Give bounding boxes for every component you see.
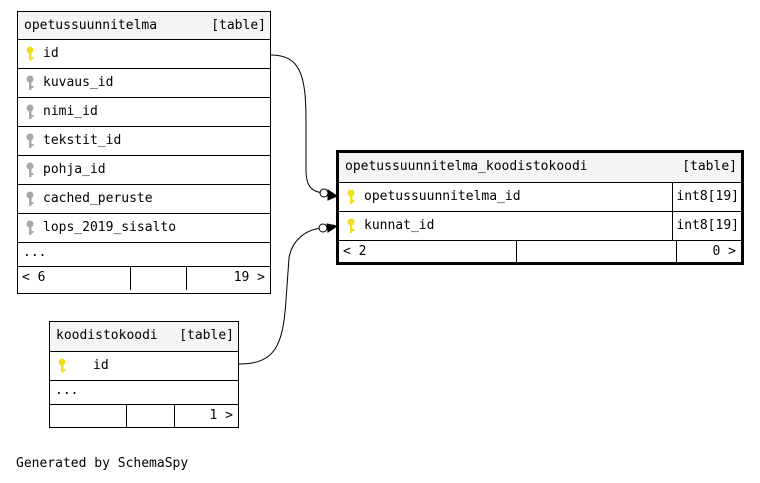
table-koodistokoodi[interactable]: koodistokoodi [table] id ... 1 > (49, 321, 239, 428)
column-row[interactable]: tekstit_id (18, 127, 270, 156)
column-row[interactable]: id (50, 352, 238, 381)
table-header[interactable]: opetussuunnitelma [table] (18, 12, 270, 40)
table-name[interactable]: koodistokoodi (56, 328, 158, 343)
edge-end-arrow-opetussuunnitelma-id (327, 189, 339, 201)
table-type: [table] (682, 159, 737, 174)
column-row[interactable]: opetussuunnitelma_id int8[19] (339, 183, 741, 212)
column-name[interactable]: opetussuunnitelma_id (364, 189, 521, 204)
table-header[interactable]: koodistokoodi [table] (50, 322, 238, 352)
column-name[interactable]: nimi_id (43, 104, 98, 119)
column-name[interactable]: kunnat_id (364, 218, 435, 233)
footer-cell-rows (127, 405, 175, 428)
column-row[interactable]: id (18, 40, 270, 69)
primary-key-icon (346, 189, 358, 205)
table-name[interactable]: opetussuunnitelma_koodistokoodi (345, 159, 588, 174)
table-name[interactable]: opetussuunnitelma (24, 18, 158, 33)
column-name[interactable]: tekstit_id (43, 133, 122, 148)
more-columns-label: ... (55, 383, 79, 398)
footer-cell-rows (517, 241, 677, 264)
foreign-key-icon (25, 220, 37, 236)
table-type: [table] (179, 328, 234, 343)
primary-key-icon (346, 218, 358, 234)
children-count[interactable]: 0 > (712, 244, 736, 259)
footer-cell-children[interactable]: 1 > (175, 405, 238, 428)
footer-cell-parents (50, 405, 127, 428)
footer-cell-rows (131, 267, 187, 290)
edge-opetussuunnitelma-id (270, 54, 325, 194)
footer-cell-children[interactable]: 0 > (677, 241, 741, 264)
column-name[interactable]: lops_2019_sisalto (43, 220, 177, 235)
column-name[interactable]: id (43, 46, 59, 61)
column-name[interactable]: pohja_id (43, 162, 106, 177)
foreign-key-icon (25, 75, 37, 91)
table-footer: 1 > (50, 405, 238, 428)
foreign-key-icon (25, 191, 37, 207)
primary-key-icon (57, 358, 69, 374)
column-type: int8[19] (672, 212, 739, 240)
column-row[interactable]: cached_peruste (18, 185, 270, 214)
table-footer: < 6 19 > (18, 267, 270, 290)
children-count[interactable]: 19 > (233, 270, 265, 285)
children-count[interactable]: 1 > (209, 408, 233, 423)
table-type: [table] (211, 18, 266, 33)
footer-cell-parents[interactable]: < 6 (18, 267, 131, 290)
generated-by-text: Generated by SchemaSpy (16, 456, 189, 471)
edge-end-circle-kunnat-id (318, 223, 328, 233)
table-header[interactable]: opetussuunnitelma_koodistokoodi [table] (339, 153, 741, 183)
table-footer: < 2 0 > (339, 241, 741, 264)
column-name[interactable]: id (93, 358, 109, 373)
edge-end-circle-opetussuunnitelma-id (319, 188, 329, 198)
foreign-key-icon (25, 133, 37, 149)
footer-cell-children[interactable]: 19 > (187, 267, 270, 290)
column-row[interactable]: nimi_id (18, 98, 270, 127)
column-row[interactable]: kuvaus_id (18, 69, 270, 98)
parents-count[interactable]: < 6 (22, 270, 46, 285)
table-opetussuunnitelma-koodistokoodi[interactable]: opetussuunnitelma_koodistokoodi [table] … (336, 150, 744, 265)
column-name[interactable]: kuvaus_id (43, 75, 114, 90)
edge-end-arrow-kunnat-id (326, 223, 339, 233)
foreign-key-icon (25, 162, 37, 178)
column-type: int8[19] (672, 183, 739, 211)
foreign-key-icon (25, 104, 37, 120)
column-row[interactable]: kunnat_id int8[19] (339, 212, 741, 241)
table-opetussuunnitelma[interactable]: opetussuunnitelma [table] id kuvaus_id n… (17, 11, 271, 294)
primary-key-icon (25, 46, 37, 62)
footer-cell-parents[interactable]: < 2 (339, 241, 517, 264)
column-name[interactable]: cached_peruste (43, 191, 153, 206)
column-row[interactable]: pohja_id (18, 156, 270, 185)
more-columns[interactable]: ... (50, 381, 238, 405)
parents-count[interactable]: < 2 (343, 244, 367, 259)
more-columns-label: ... (23, 245, 47, 260)
column-row[interactable]: lops_2019_sisalto (18, 214, 270, 243)
edge-koodistokoodi-id (238, 227, 324, 365)
more-columns[interactable]: ... (18, 243, 270, 267)
